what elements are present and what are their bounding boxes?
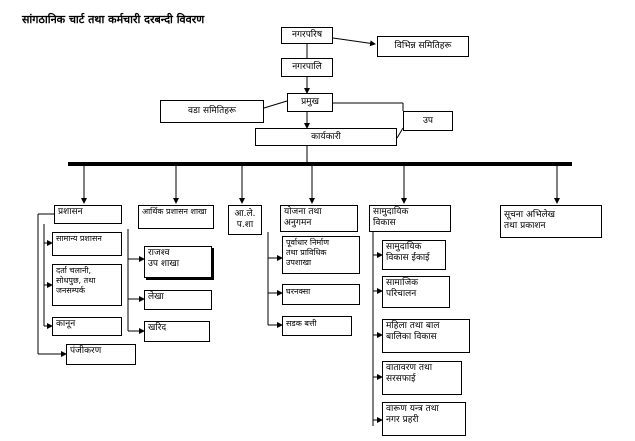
yojana-sub-purwadhar: पूर्वाधार निर्माण तथा प्राविधिक उपशाखा bbox=[282, 236, 360, 274]
nagarparishad-box: नगरपरिष bbox=[281, 27, 333, 44]
yojana-box: योजना तथा अनुगमन bbox=[280, 205, 358, 232]
yojana-sub-gharnaksa: घरनक्सा bbox=[282, 284, 360, 305]
prashasan-sub-darta: दर्ता चलानी, सोधपुछ, तथा जनसम्पर्क bbox=[52, 264, 122, 306]
samudayik-sub-ekai: सामुदायिक विकास ईकाई bbox=[382, 240, 446, 270]
samudayik-sub-mahila: महिला तथा बाल बालिका विकास bbox=[382, 319, 470, 353]
prashasan-sub-kanun: कानून bbox=[52, 317, 122, 336]
prashasan-sub-panjikaran: पंजीकरण bbox=[66, 344, 136, 365]
prashasan-sub-samanya: सामान्य प्रशासन bbox=[52, 232, 122, 256]
karyakari-box: कार्यकारी bbox=[255, 128, 397, 146]
nagarpalika-box: नगरपालि bbox=[281, 58, 333, 77]
aarthik-prashasan-box: आर्थिक प्रशासन शाखा bbox=[138, 205, 214, 229]
yojana-sub-sadak-batti: सडक बत्ती bbox=[282, 316, 352, 336]
samudayik-box: सामुदायिक विकास bbox=[369, 205, 451, 232]
aarthik-sub-kharid: खरिद bbox=[144, 321, 210, 342]
aa-le-pa-sha-box: आ.ले. प.शा bbox=[228, 205, 262, 235]
pramukh-box: प्रमुख bbox=[287, 93, 333, 112]
vibhinna-samiti-box: विभिन्न समितिहरू bbox=[377, 36, 469, 57]
ward-samiti-box: वडा समितिहरू bbox=[160, 100, 264, 123]
suchana-box: सूचना अभिलेख तथा प्रकाशन bbox=[500, 205, 602, 238]
samudayik-sub-parichalan: सामाजिक परिचालन bbox=[382, 276, 450, 308]
aarthik-sub-rajashwa: राजश्व उप शाखा bbox=[144, 246, 212, 278]
samudayik-sub-warun: वारूण यन्त्र तथा नगर प्रहरी bbox=[382, 402, 466, 436]
chart-title: सांगठानिक चार्ट तथा कर्मचारी दरबन्दी विव… bbox=[22, 13, 205, 26]
up-box: उप bbox=[403, 111, 453, 131]
samudayik-sub-batawaran: वातावरण तथा सरसफाई bbox=[382, 361, 462, 395]
aarthik-sub-lekha: लेखा bbox=[144, 290, 212, 310]
prashasan-box: प्रशासन bbox=[54, 205, 122, 224]
